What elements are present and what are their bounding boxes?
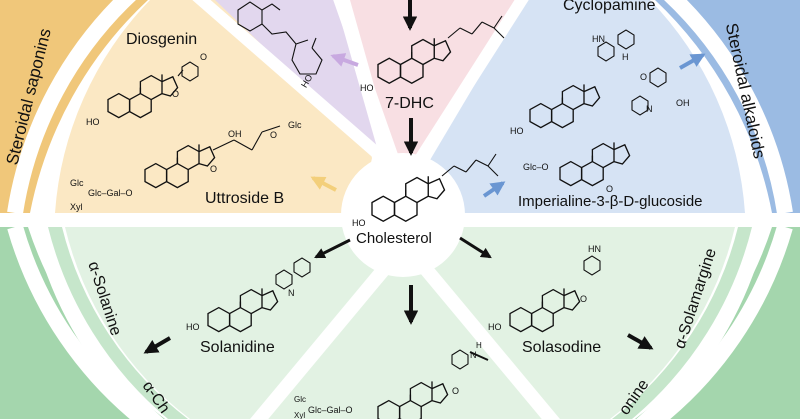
green-inner-ring-l — [33, 225, 164, 419]
green-inner-band — [48, 227, 188, 419]
atom-hn-cyclopamine: HN — [592, 34, 605, 44]
atom-o-diosgenin-ring: O — [200, 52, 207, 62]
label-cyclopamine: Cyclopamine — [563, 0, 656, 14]
atom-ho-cholesterol: HO — [352, 218, 366, 228]
label-7-dhc: 7-DHC — [385, 95, 434, 112]
atom-n-bottom: N — [470, 350, 477, 360]
label-cholesterol: Cholesterol — [356, 230, 432, 247]
outer-white-ring — [7, 0, 137, 215]
atom-n-imperialine: N — [646, 104, 653, 114]
atom-n-solanidine: N — [288, 288, 295, 298]
alkaloid-outer-band — [655, 0, 800, 213]
atom-o-imperialine: O — [606, 184, 613, 194]
structure-cyclopamine: HN O H HO — [510, 29, 647, 136]
label-solasodine: Solasodine — [522, 339, 601, 356]
radial-divider-2 — [333, 0, 405, 177]
arrow-solanidine-to-solanine — [143, 336, 172, 354]
arrow-blue-to-alkaloids — [679, 53, 706, 70]
atom-glc-gal-o-bottom: Glc–Gal–O — [308, 405, 353, 415]
structure-uttroside-b: OH O O Glc Glc–Gal–O Glc Xyl — [70, 120, 302, 212]
arrow-cholesterol-to-solasodine — [459, 236, 492, 259]
structure-solanidine: N HO — [186, 257, 311, 333]
pathway-arrows — [143, 0, 706, 354]
outer-white-ring-bl — [7, 224, 155, 419]
label-uttroside-b: Uttroside B — [205, 190, 284, 207]
atom-glc-gal-o-uttroside: Glc–Gal–O — [88, 188, 133, 198]
atom-glc-o-imperialine: Glc–O — [523, 162, 549, 172]
saponin-outer-band — [0, 0, 148, 213]
structure-cholesterol: HO — [352, 153, 499, 228]
atom-o-bottom: O — [452, 386, 459, 396]
structure-7-dhc: HO — [360, 15, 505, 93]
radial-divider-1 — [192, 0, 406, 180]
atom-oh-uttroside: OH — [228, 129, 242, 139]
arrow-blue-from-cholesterol — [482, 181, 506, 198]
atom-hn-solasodine: HN — [588, 244, 601, 254]
arrow-cholesterol-to-solanidine — [314, 238, 351, 259]
structure-diosgenin: O O HO — [86, 52, 207, 127]
arrow-solasodine-to-solamargine — [627, 333, 654, 350]
arrow-yellow-to-saponins — [310, 176, 337, 192]
label-diosgenin: Diosgenin — [126, 31, 197, 48]
radial-divider-4 — [250, 245, 406, 419]
atom-o-solasodine: O — [580, 294, 587, 304]
outer-white-ring-br — [645, 224, 793, 419]
atom-h-cyclopamine: H — [622, 52, 629, 62]
label-solanidine: Solanidine — [200, 339, 275, 356]
alkaloid-sector — [430, 0, 745, 213]
atom-ho-solanidine: HO — [186, 322, 200, 332]
atom-o-glc-uttroside: O — [270, 130, 277, 140]
atom-glc-bottom: Glc — [294, 395, 306, 404]
atom-xyl-uttroside: Xyl — [70, 202, 83, 212]
atom-ho-solasodine: HO — [488, 322, 502, 332]
structure-bottom-glycoside: O N H Glc–Gal–O Glc Xyl — [294, 341, 489, 419]
green-outer-band-right — [635, 227, 800, 419]
radial-divider-5 — [404, 245, 560, 419]
green-inner-band-right — [612, 227, 752, 419]
green-sector — [65, 227, 735, 419]
atom-glc-branch-uttroside: Glc — [70, 178, 84, 188]
atom-ho-7dhc: HO — [360, 83, 374, 93]
label-imperialine: Imperialine-3-β-D-glucoside — [518, 193, 703, 210]
atom-o-uttroside: O — [210, 164, 217, 174]
green-outer-band — [0, 227, 165, 419]
green-inner-ring-r — [636, 225, 767, 419]
atom-o-diosgenin: O — [172, 89, 179, 99]
radial-divider-3 — [404, 0, 529, 179]
atom-o-cyclopamine: O — [640, 72, 647, 82]
atom-oh-imperialine: OH — [676, 98, 690, 108]
atom-h-bottom: H — [476, 341, 482, 350]
arrow-purple-to-vitamin — [330, 53, 359, 67]
top-center-pink-sector — [350, 0, 520, 160]
atom-ho-diosgenin: HO — [86, 117, 100, 127]
structure-imperialine: N OH Glc–O O — [523, 67, 690, 194]
atom-xyl-bottom: Xyl — [294, 411, 305, 419]
atom-ho-cyclopamine: HO — [510, 126, 524, 136]
structure-solasodine: O HN HO — [488, 244, 601, 333]
atom-glc-uttroside: Glc — [288, 120, 302, 130]
central-hub — [341, 153, 465, 277]
outer-white-ring-right — [663, 0, 793, 215]
